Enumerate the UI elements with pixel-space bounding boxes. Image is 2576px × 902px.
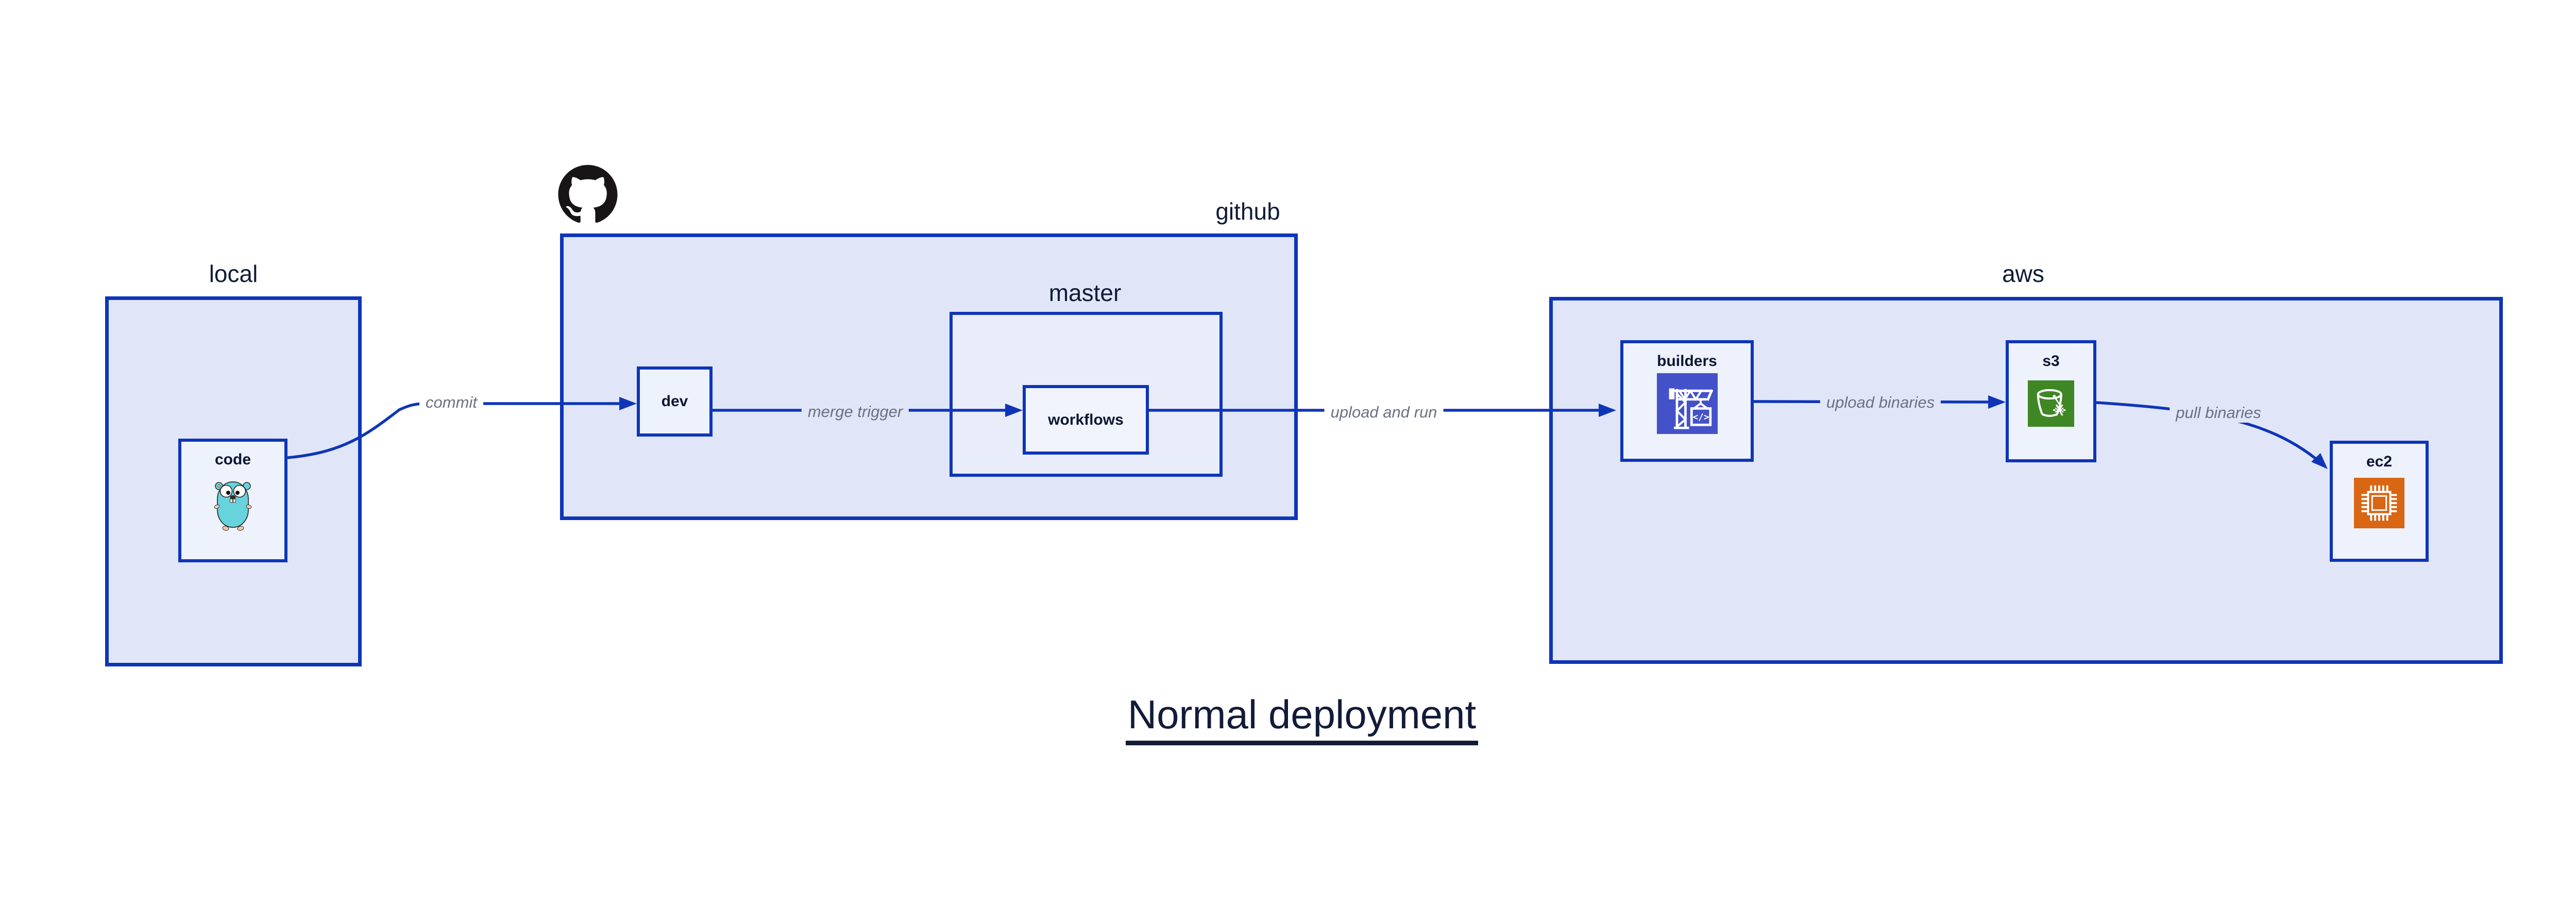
node-workflows: workflows [1023, 385, 1149, 455]
node-code: code [178, 439, 287, 562]
edge-label-upload-binaries: upload binaries [1820, 392, 1941, 413]
node-dev: dev [637, 366, 713, 437]
node-ec2-label: ec2 [2366, 453, 2393, 470]
node-ec2: ec2 [2330, 441, 2429, 562]
edge-label-commit: commit [419, 392, 483, 413]
group-label-aws: aws [2002, 260, 2044, 287]
node-s3-label: s3 [2042, 353, 2060, 370]
node-dev-label: dev [661, 393, 688, 410]
edge-label-pull-binaries: pull binaries [2170, 403, 2267, 423]
node-workflows-label: workflows [1048, 411, 1124, 428]
edge-label-merge-trigger: merge trigger [801, 402, 909, 422]
group-label-master: master [1048, 279, 1122, 306]
node-builders-label: builders [1657, 353, 1717, 370]
aws-s3-bucket-icon [2028, 380, 2074, 427]
diagram-title-text: Normal deployment [1125, 692, 1479, 745]
group-label-local: local [209, 260, 258, 287]
edge-label-upload-and-run: upload and run [1324, 402, 1444, 423]
node-s3: s3 [2006, 340, 2096, 462]
aws-ec2-chip-icon [2354, 478, 2404, 528]
node-builders: builders </> [1620, 340, 1754, 462]
github-octocat-icon [558, 165, 618, 223]
go-gopher-icon [214, 481, 252, 531]
diagram-title: Normal deployment [0, 692, 2576, 745]
group-label-github: github [1215, 198, 1280, 225]
codebuild-code-glyph: </> [1692, 412, 1709, 423]
node-code-label: code [214, 451, 251, 468]
aws-codebuild-icon: </> [1656, 373, 1718, 434]
